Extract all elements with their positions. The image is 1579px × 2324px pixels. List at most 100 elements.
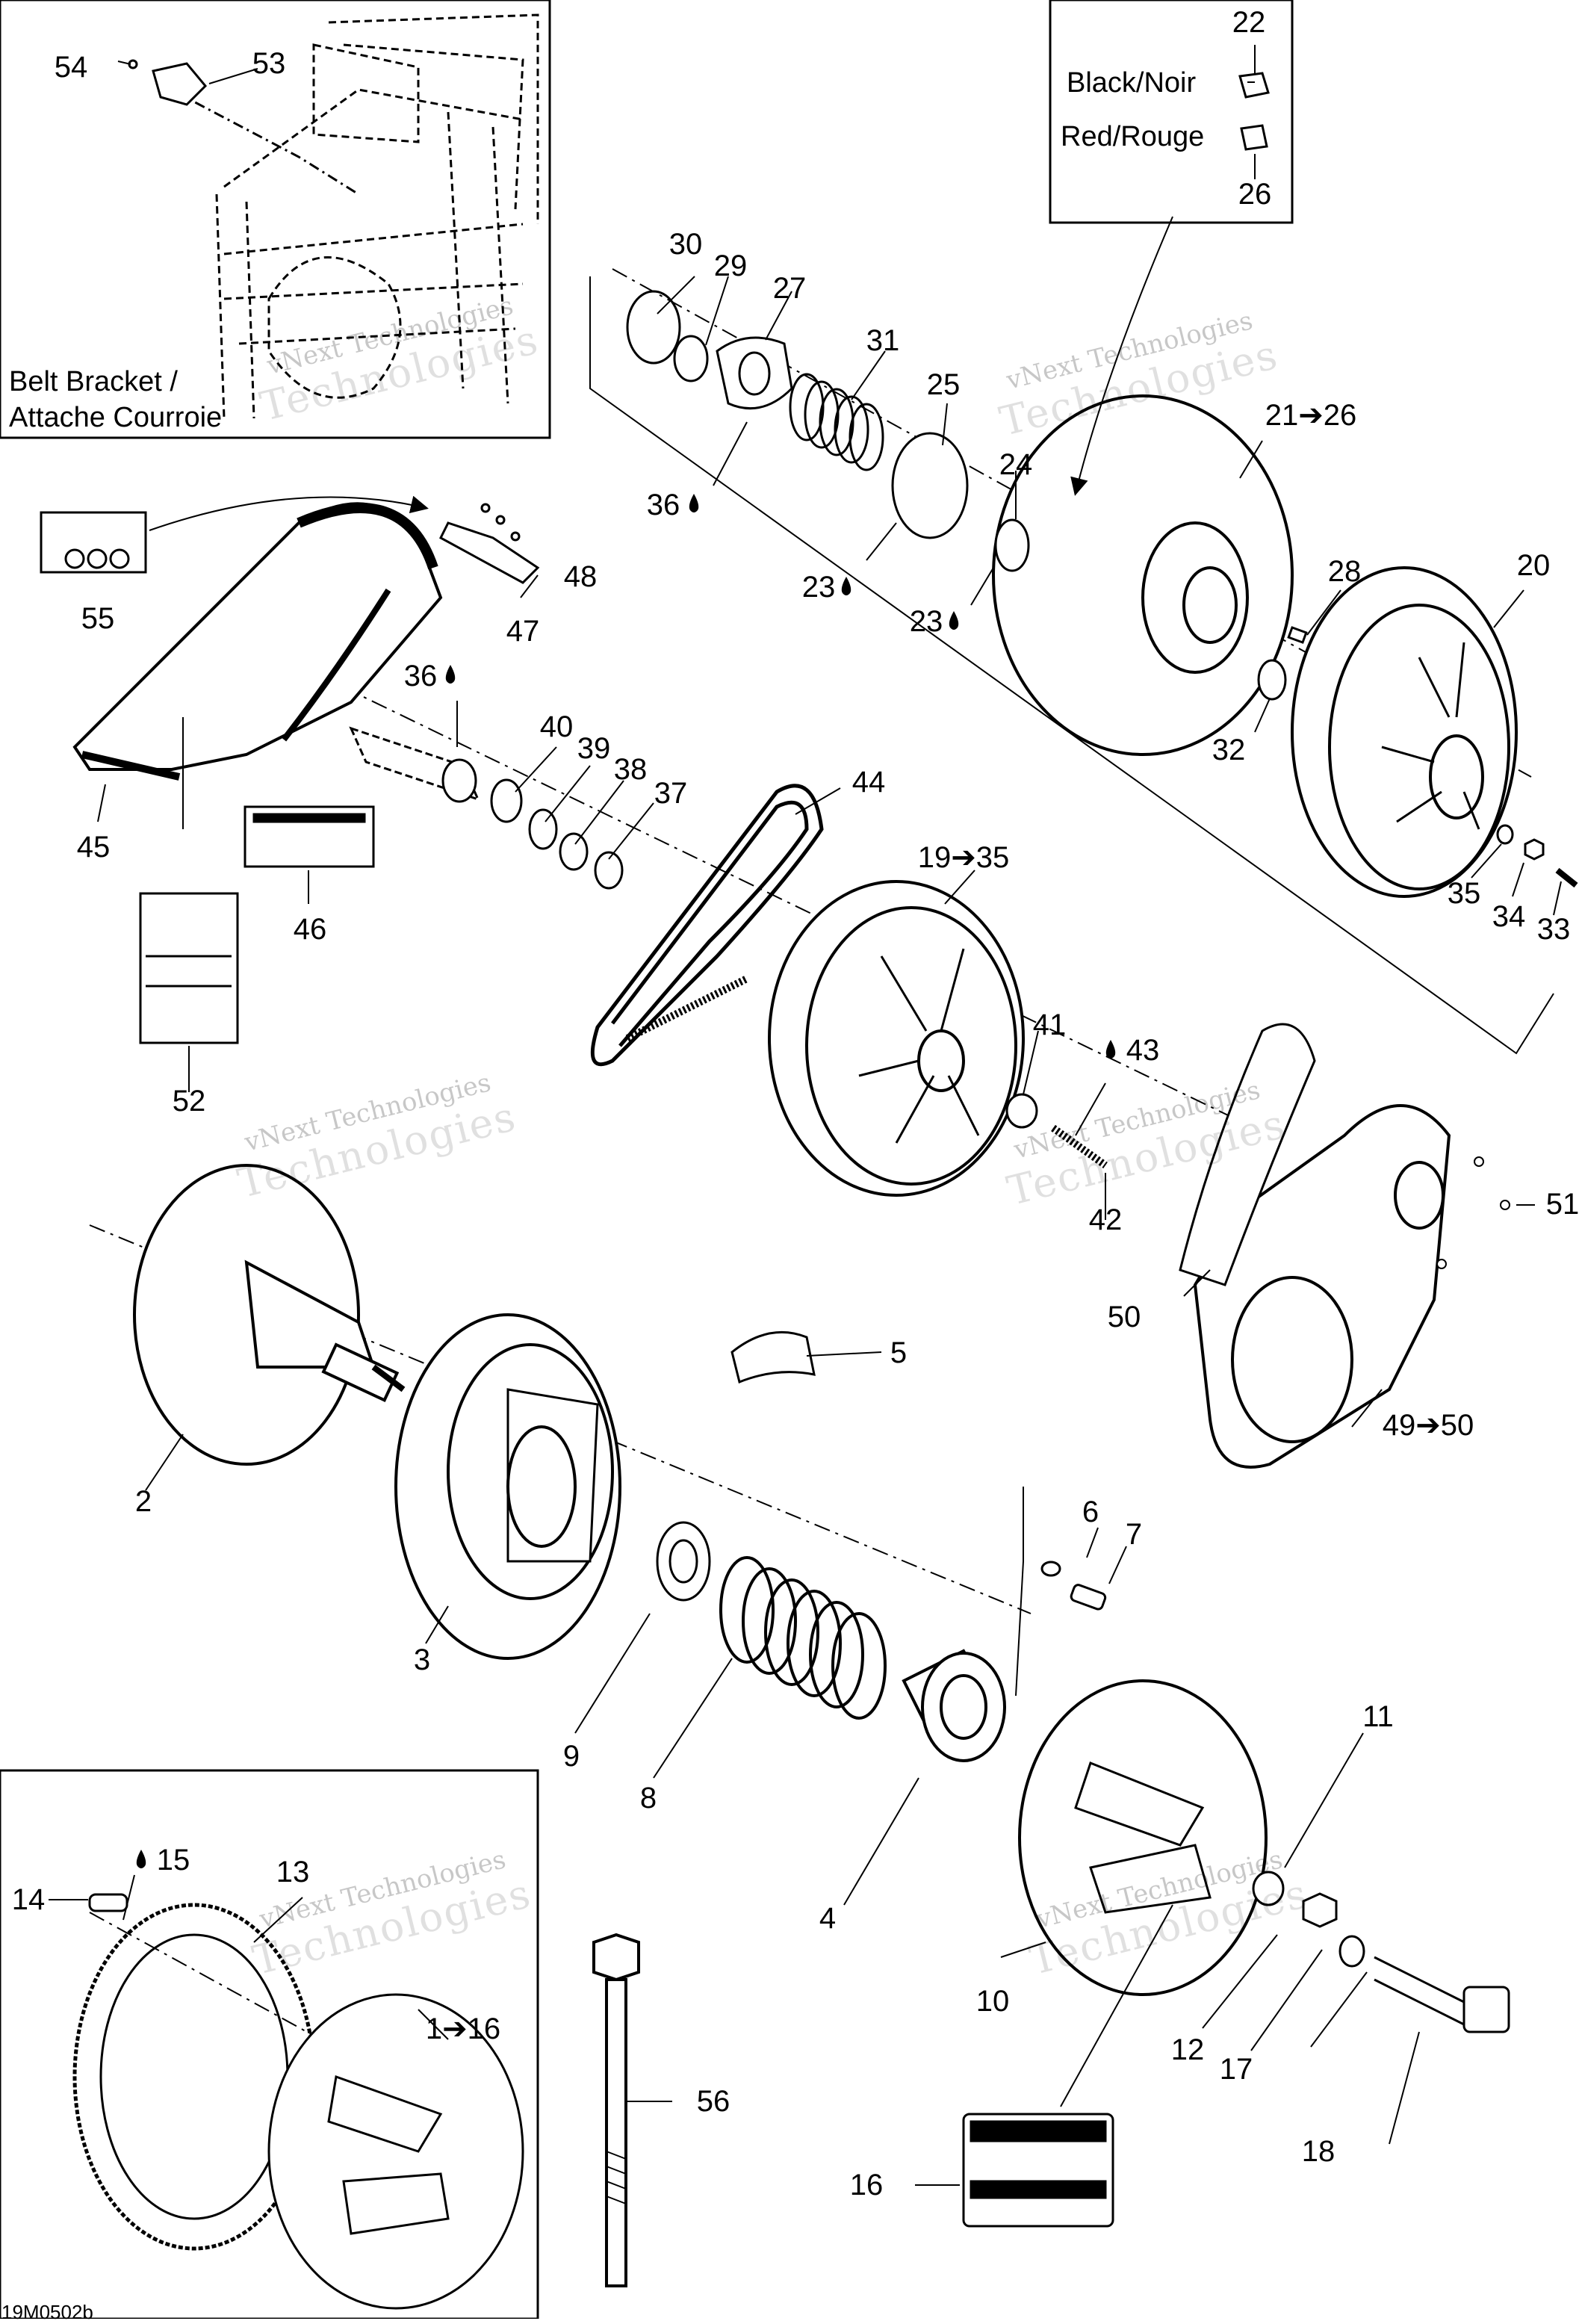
exploded-view-outline [589,276,1554,1696]
liquid-drop-icon [445,665,456,684]
liquid-drop-icon [689,494,699,512]
wire-connector-inset [1049,0,1294,224]
callout-11: 11 [1362,1700,1394,1733]
callout-54: 54 [54,51,88,84]
belt-bracket-line2: Attache Courroie [9,401,223,433]
callout-25: 25 [926,368,961,401]
callout-8: 8 [639,1782,657,1815]
callout-17: 17 [1219,2053,1253,2086]
callout-2: 2 [134,1485,152,1518]
callout-21-26: 21➔26 [1265,399,1357,432]
fasteners-parts-11-12-17-18 [1252,1871,1510,2033]
callout-23a: 23 [801,571,836,604]
callout-5: 5 [890,1336,908,1369]
cam-part-20 [1291,566,1518,898]
callout-52: 52 [172,1085,206,1118]
decal-part-46 [243,805,375,868]
decal-part-55 [40,511,147,574]
fixed-sheave-part-2 [133,1164,406,1466]
callout-20: 20 [1516,549,1551,582]
wire-red-label: Red/Rouge [1061,121,1205,152]
shaft-part-36 [349,726,480,803]
callout-36b: 36 [403,660,438,692]
callout-49-50: 49➔50 [1382,1409,1474,1442]
callout-16: 16 [849,2169,884,2201]
callout-7: 7 [1125,1518,1143,1551]
callout-47: 47 [506,615,540,648]
callout-40: 40 [539,710,574,743]
seal-part-50 [1179,1023,1316,1286]
leader-lines [49,61,1562,2186]
callout-27: 27 [772,272,807,305]
spring-part-8 [719,1556,887,1720]
callout-31: 31 [866,324,900,357]
callout-28: 28 [1327,555,1362,588]
callout-19-35: 19➔35 [917,841,1010,874]
driven-pulley-part-19-35 [768,880,1025,1197]
callout-22: 22 [1232,6,1266,39]
rivets-part-51 [1436,1156,1510,1269]
belt-cover-part-49-50 [1193,1104,1451,1469]
diagram-code: 19M0502b [1,2301,93,2323]
callout-6: 6 [1082,1496,1099,1528]
screw-part-7 [1040,1561,1107,1611]
callout-1-16: 1➔16 [425,2012,501,2045]
wire-black-label: Black/Noir [1067,67,1197,99]
ring-gear-inset [0,1769,539,2319]
callout-53: 53 [252,47,286,80]
callout-37: 37 [654,777,688,810]
callout-23b: 23 [909,605,943,638]
belt-bracket-title: Belt Bracket / Attache Courroie [9,365,222,436]
callout-4: 4 [819,1902,837,1935]
callout-24: 24 [999,448,1033,481]
belt-bracket-line1: Belt Bracket / [9,366,178,397]
callout-26: 26 [1238,178,1272,211]
sheave-part-21-26 [992,394,1294,756]
callout-3: 3 [413,1643,431,1676]
fixed-half-part-10 [1018,1679,1268,1996]
callout-50: 50 [1107,1301,1141,1333]
liquid-drop-icon [136,1850,146,1868]
callout-48: 48 [563,560,598,593]
hardware-parts-32-35 [1257,626,1578,888]
callout-42: 42 [1088,1203,1123,1236]
callout-41: 41 [1032,1008,1067,1041]
ring-stack-parts-23-31 [626,290,1030,572]
callout-15: 15 [156,1844,190,1877]
screw-part-42 [1051,1124,1108,1169]
liquid-drop-icon [841,577,851,595]
belt-guard-part-45 [72,502,443,781]
spacers-parts-37-40 [490,778,624,890]
callout-35: 35 [1447,877,1481,910]
callout-29: 29 [713,250,748,282]
callout-56: 56 [696,2085,730,2118]
callout-44: 44 [851,766,886,799]
sliding-sheave-part-3 [394,1313,621,1660]
governor-cup-part-4 [902,1649,1006,1762]
callout-46: 46 [293,913,327,946]
bracket-part-47 [439,503,540,584]
decal-part-52 [139,892,239,1044]
liquid-drop-icon [1105,1040,1116,1059]
callout-33: 33 [1536,913,1571,946]
callout-36a: 36 [646,489,680,521]
callout-14: 14 [11,1883,46,1916]
callout-9: 9 [562,1740,580,1773]
callout-45: 45 [76,831,111,864]
callout-32: 32 [1212,734,1246,766]
callout-12: 12 [1170,2033,1205,2066]
callout-34: 34 [1492,900,1526,933]
slider-shoe-part-5 [730,1330,816,1384]
callout-38: 38 [613,753,648,786]
belt-bracket-inset [0,0,551,439]
liquid-drop-icon [949,611,959,630]
callout-30: 30 [668,228,703,261]
callout-55: 55 [81,602,115,635]
callout-43: 43 [1126,1034,1160,1067]
callout-13: 13 [276,1856,310,1888]
callout-18: 18 [1301,2135,1336,2168]
spring-seat-part-9 [656,1521,711,1602]
callout-39: 39 [577,732,611,765]
warning-decal-part-16 [962,2113,1114,2228]
